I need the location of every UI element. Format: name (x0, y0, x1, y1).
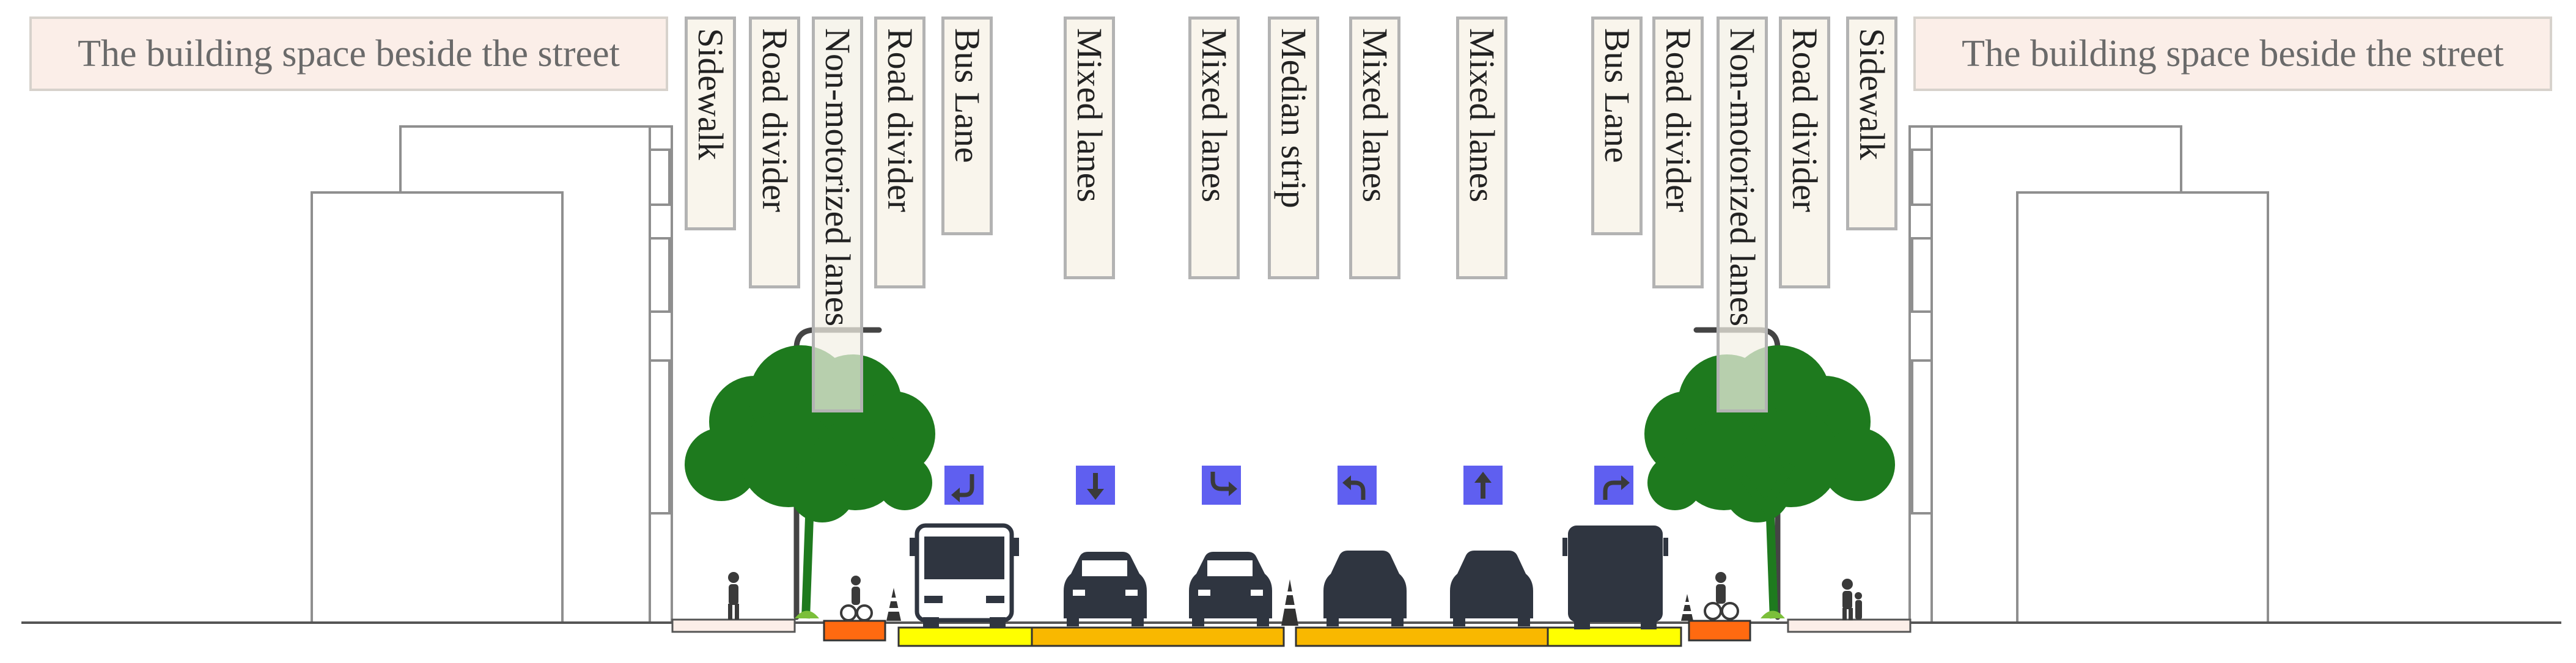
building-right-main (2016, 191, 2269, 624)
pedestrians-right (1842, 579, 1862, 620)
cyclist-left (840, 576, 873, 621)
car-rear-1 (1323, 551, 1407, 626)
car-front-2 (1189, 552, 1272, 626)
left-turn-arrow-icon (1338, 466, 1377, 505)
label-mixed-lanes-2: Mixed lanes (1188, 16, 1240, 279)
label-road-divider-right-1: Road divider (1652, 16, 1704, 288)
car-front-1 (1064, 552, 1147, 626)
label-sidewalk-right: Sidewalk (1846, 16, 1897, 230)
building-space-right-label: The building space beside the street (1913, 16, 2552, 91)
building-left-main (311, 191, 564, 624)
right-turn-up-arrow-icon (1594, 466, 1633, 505)
label-bus-lane-left: Bus Lane (941, 16, 993, 235)
tree-left (685, 345, 935, 619)
lane-signs (944, 466, 1633, 505)
mixed-lanes-right-surface (1295, 626, 1549, 647)
label-bus-lane-right: Bus Lane (1591, 16, 1643, 235)
label-mixed-lanes-1: Mixed lanes (1064, 16, 1115, 279)
u-turn-arrow-icon (944, 466, 984, 505)
bus-lane-left-surface (897, 626, 1033, 647)
bus-front-left (910, 523, 1019, 628)
sidewalk-left-surface (671, 618, 796, 633)
mixed-lanes-left-surface (1031, 626, 1285, 647)
tree-right (1644, 345, 1895, 619)
right-turn-arrow-icon (1202, 466, 1241, 505)
label-road-divider-left-1: Road divider (749, 16, 800, 288)
building-right-near (1908, 125, 1933, 624)
bike-lane-left-surface (823, 620, 886, 642)
building-space-left-label: The building space beside the street (29, 16, 668, 91)
straight-up-arrow-icon (1463, 466, 1503, 505)
label-non-motorized-lanes-right: Non-motorized lanes (1717, 16, 1768, 412)
label-sidewalk-left: Sidewalk (685, 16, 736, 230)
pedestrian-left (728, 572, 739, 620)
traffic-cone-right (1681, 594, 1693, 621)
car-rear-2 (1450, 551, 1533, 626)
sidewalk-right-surface (1787, 618, 1912, 633)
label-non-motorized-lanes-left: Non-motorized lanes (812, 16, 863, 412)
label-mixed-lanes-3: Mixed lanes (1349, 16, 1400, 279)
label-mixed-lanes-4: Mixed lanes (1456, 16, 1507, 279)
straight-down-arrow-icon (1076, 466, 1115, 505)
bike-lane-right-surface (1688, 620, 1751, 642)
traffic-cone-median (1281, 579, 1298, 626)
bus-rear-right (1562, 526, 1668, 629)
bus-lane-right-surface (1547, 626, 1682, 647)
label-road-divider-right-2: Road divider (1779, 16, 1830, 288)
cyclist-right (1704, 572, 1739, 620)
label-median-strip: Median strip (1268, 16, 1319, 279)
traffic-cone-left (886, 588, 901, 621)
label-road-divider-left-2: Road divider (874, 16, 926, 288)
